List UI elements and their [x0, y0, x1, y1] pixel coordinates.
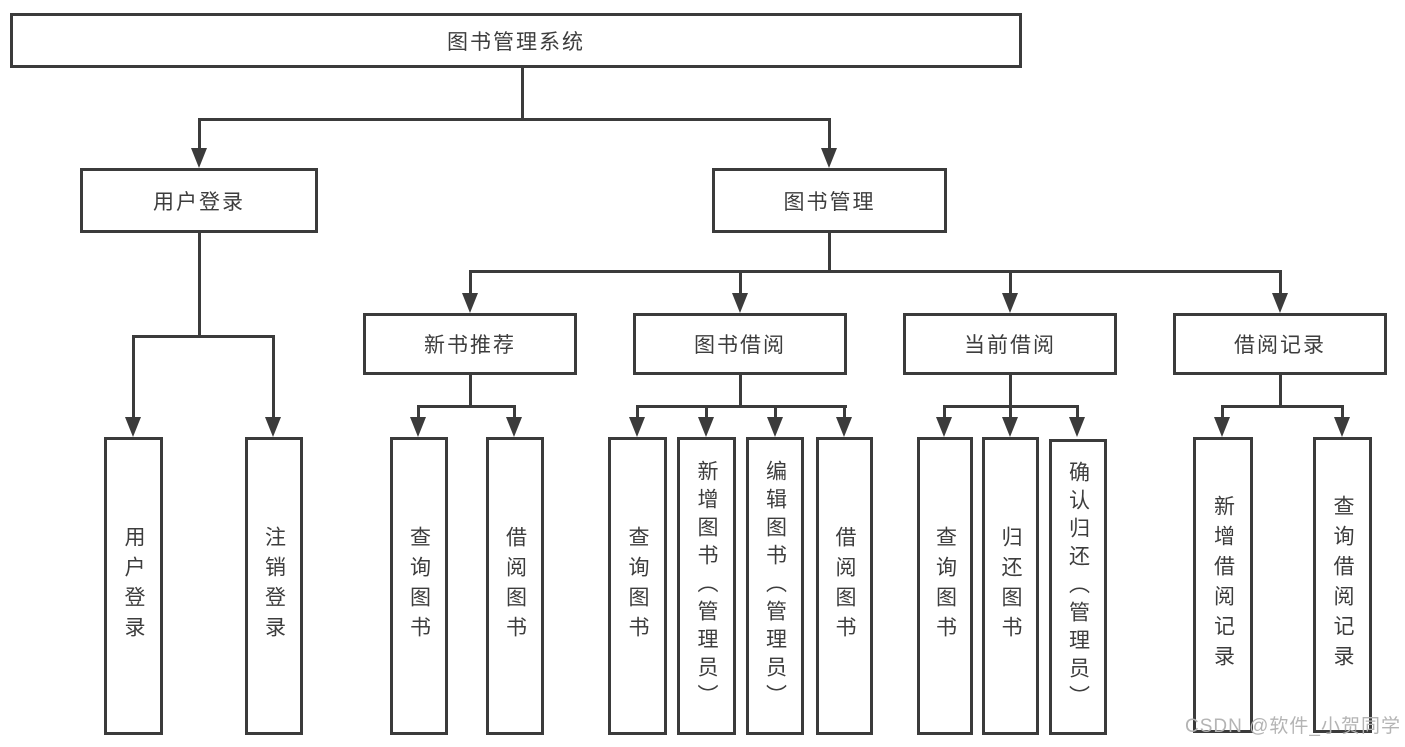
connector-line [1341, 405, 1344, 421]
connector-line [705, 405, 708, 421]
connector-line [843, 405, 846, 421]
arrow-down-icon [936, 417, 952, 437]
arrow-down-icon [1214, 417, 1230, 437]
node-user-login: 用户登录 [104, 437, 163, 735]
node-book-borrow: 图书借阅 [633, 313, 847, 375]
connector-line [417, 405, 516, 408]
arrow-down-icon [1272, 293, 1288, 313]
arrow-down-icon [265, 417, 281, 437]
connector-line [272, 335, 275, 419]
node-new-book-recommend: 新书推荐 [363, 313, 577, 375]
arrow-down-icon [1002, 417, 1018, 437]
connector-line [739, 375, 742, 405]
connector-line [521, 68, 524, 120]
node-current-borrow: 当前借阅 [903, 313, 1117, 375]
node-br-query-borrow-record: 查询借阅记录 [1313, 437, 1372, 733]
node-root-system: 图书管理系统 [10, 13, 1022, 68]
arrow-down-icon [506, 417, 522, 437]
arrow-down-icon [836, 417, 852, 437]
connector-line [417, 405, 420, 421]
connector-line [1009, 270, 1012, 296]
arrow-down-icon [629, 417, 645, 437]
arrow-down-icon [410, 417, 426, 437]
connector-line [198, 118, 201, 152]
connector-line [1279, 375, 1282, 405]
csdn-watermark: CSDN @软件_小贺同学 [1185, 716, 1401, 737]
node-nbr-query-books: 查询图书 [390, 437, 448, 735]
connector-line [828, 118, 831, 152]
connector-line [469, 270, 472, 296]
connector-line [1009, 405, 1012, 421]
node-bb-add-books-admin: 新增图书（管理员） [677, 437, 736, 735]
node-borrow-records: 借阅记录 [1173, 313, 1387, 375]
node-logout: 注销登录 [245, 437, 303, 735]
connector-line [1009, 375, 1012, 405]
connector-line [1279, 270, 1282, 296]
connector-line [774, 405, 777, 421]
connector-line [198, 233, 201, 335]
node-bb-query-books: 查询图书 [608, 437, 667, 735]
connector-line [198, 118, 831, 121]
node-br-add-borrow-record: 新增借阅记录 [1193, 437, 1253, 733]
arrow-down-icon [125, 417, 141, 437]
connector-line [469, 270, 1281, 273]
arrow-down-icon [821, 148, 837, 168]
arrow-down-icon [191, 148, 207, 168]
node-cb-confirm-return-admin: 确认归还（管理员） [1049, 439, 1107, 735]
connector-line [943, 405, 946, 421]
connector-line [636, 405, 847, 408]
node-cb-return-books: 归还图书 [982, 437, 1039, 735]
node-book-management-group: 图书管理 [712, 168, 947, 233]
arrow-down-icon [1334, 417, 1350, 437]
arrow-down-icon [698, 417, 714, 437]
arrow-down-icon [1069, 417, 1085, 437]
node-nbr-borrow-books: 借阅图书 [486, 437, 544, 735]
node-user-login-group: 用户登录 [80, 168, 318, 233]
node-bb-borrow-books: 借阅图书 [816, 437, 873, 735]
connector-line [513, 405, 516, 421]
connector-line [469, 375, 472, 405]
node-cb-query-books: 查询图书 [917, 437, 973, 735]
arrow-down-icon [1002, 293, 1018, 313]
connector-line [132, 335, 275, 338]
arrow-down-icon [732, 293, 748, 313]
connector-line [132, 335, 135, 419]
arrow-down-icon [462, 293, 478, 313]
node-bb-edit-books-admin: 编辑图书（管理员） [746, 437, 804, 735]
connector-line [828, 233, 831, 272]
connector-line [1076, 405, 1079, 421]
arrow-down-icon [767, 417, 783, 437]
connector-line [636, 405, 639, 421]
connector-line [1221, 405, 1344, 408]
connector-line [739, 270, 742, 296]
connector-line [1221, 405, 1224, 421]
